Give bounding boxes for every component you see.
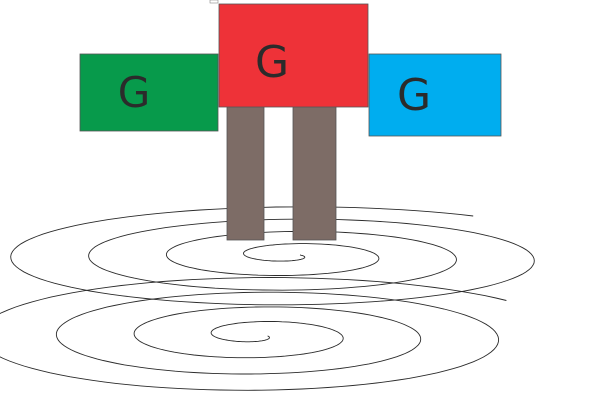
left-block-label: G bbox=[118, 68, 151, 117]
left-leg-shape bbox=[226, 105, 265, 241]
right-blue-block bbox=[368, 53, 502, 137]
right-leg-shape bbox=[292, 105, 337, 241]
center-block-label: G bbox=[255, 37, 289, 88]
lower-spiral-shape bbox=[0, 277, 507, 391]
selection-handle-mark bbox=[209, 0, 219, 4]
left-green-block bbox=[79, 53, 219, 132]
upper-spiral-shape bbox=[10, 206, 535, 306]
center-red-block bbox=[218, 3, 369, 108]
spiral-layer bbox=[0, 206, 535, 391]
right-block-label: G bbox=[397, 70, 431, 121]
